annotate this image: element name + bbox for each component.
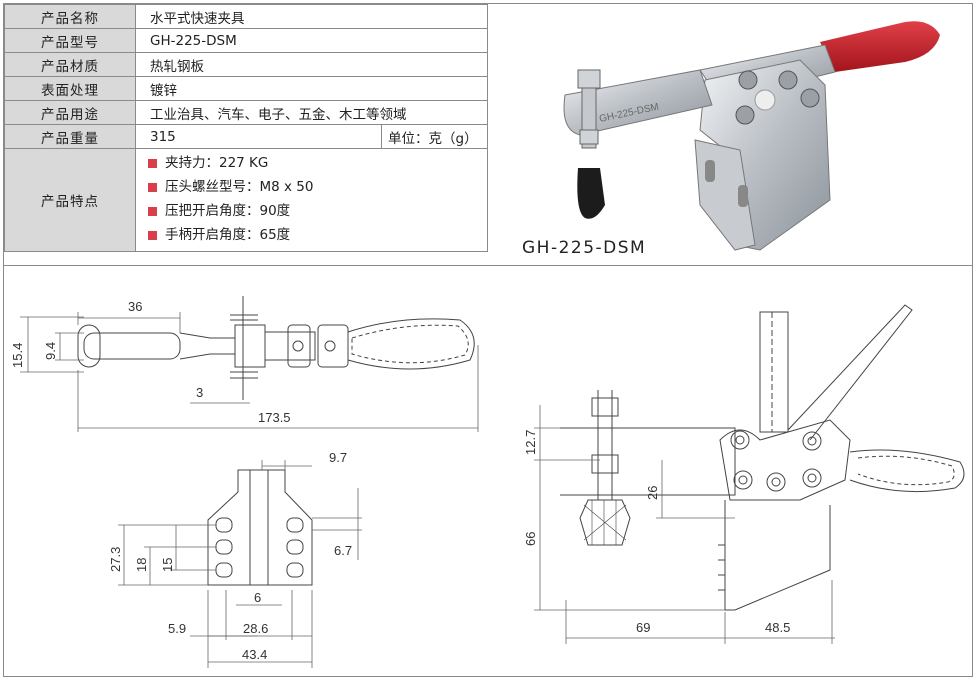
top-view	[77, 296, 475, 400]
dimension-label: 48.5	[765, 620, 790, 635]
dimension-label: 18	[134, 558, 149, 572]
spec-row-features: 产品特点 夹持力：227 KG 压头螺丝型号：M8 x 50 压把开启角度：90…	[4, 148, 488, 252]
spec-row-model: 产品型号 GH-225-DSM	[4, 28, 488, 53]
feature-item: 压头螺丝型号：M8 x 50	[148, 175, 487, 199]
dimension-label: 26	[645, 486, 660, 500]
spec-label: 表面处理	[4, 76, 136, 101]
spec-label: 产品型号	[4, 28, 136, 53]
base-view	[207, 469, 313, 586]
feature-item: 夹持力：227 KG	[148, 151, 487, 175]
spec-value: 镀锌	[135, 76, 488, 101]
dimension-label: 9.4	[43, 342, 58, 360]
spec-row-name: 产品名称 水平式快速夹具	[4, 4, 488, 29]
clamp-image: GH-225-DSM	[563, 21, 940, 251]
bullet-square-icon	[148, 230, 157, 240]
bullet-square-icon	[148, 158, 157, 168]
dimension-label: 9.7	[329, 450, 347, 465]
dimension-label: 3	[196, 385, 203, 400]
spec-value: 水平式快速夹具	[135, 4, 488, 29]
spec-row-usage: 产品用途 工业治具、汽车、电子、五金、木工等领域	[4, 100, 488, 125]
page-frame	[3, 3, 973, 677]
spec-row-surface: 表面处理 镀锌	[4, 76, 488, 101]
dimension-label: 173.5	[258, 410, 291, 425]
spec-table: 产品名称 水平式快速夹具 产品型号 GH-225-DSM 产品材质 热轧钢板 表…	[4, 4, 488, 252]
spec-label: 产品名称	[4, 4, 136, 29]
spec-row-material: 产品材质 热轧钢板	[4, 52, 488, 77]
spec-label: 产品重量	[4, 124, 136, 149]
spec-value: 315	[135, 124, 382, 149]
dimension-label: 69	[636, 620, 650, 635]
feature-list: 夹持力：227 KG 压头螺丝型号：M8 x 50 压把开启角度：90度 手柄开…	[136, 149, 487, 247]
unit-label: 单位：克（g）	[381, 124, 488, 149]
bullet-square-icon	[148, 182, 157, 192]
dimension-label: 27.3	[108, 547, 123, 572]
dimension-label: 5.9	[168, 621, 186, 636]
photo-caption: GH-225-DSM	[522, 238, 647, 258]
dimension-label: 36	[128, 299, 142, 314]
spec-label: 产品用途	[4, 100, 136, 125]
handle-grip-icon	[820, 21, 940, 72]
spec-value: 工业治具、汽车、电子、五金、木工等领域	[135, 100, 488, 125]
dimension-label: 12.7	[523, 430, 538, 455]
product-photo: GH-225-DSM	[563, 21, 940, 251]
feature-item: 手柄开启角度：65度	[148, 223, 487, 247]
dimension-label: 6	[254, 590, 261, 605]
spec-value: 热轧钢板	[135, 52, 488, 77]
spec-row-weight: 产品重量 315 单位：克（g）	[4, 124, 488, 149]
spec-value: GH-225-DSM	[135, 28, 488, 53]
features-cell: 夹持力：227 KG 压头螺丝型号：M8 x 50 压把开启角度：90度 手柄开…	[135, 148, 488, 252]
dimension-label: 66	[523, 532, 538, 546]
dimension-label: 15.4	[10, 343, 25, 368]
dimension-label: 28.6	[243, 621, 268, 636]
feature-item: 压把开启角度：90度	[148, 199, 487, 223]
dimension-label: 43.4	[242, 647, 267, 662]
dimension-label: 6.7	[334, 543, 352, 558]
spec-label: 产品材质	[4, 52, 136, 77]
spec-label: 产品特点	[4, 148, 136, 252]
bullet-square-icon	[148, 206, 157, 216]
section-divider	[4, 265, 972, 266]
side-view	[560, 304, 965, 611]
dimension-label: 15	[160, 558, 175, 572]
technical-drawing: 36 15.4 9.4 3 173.5 9.7 6.7 27.3 18 15 6…	[10, 296, 965, 668]
